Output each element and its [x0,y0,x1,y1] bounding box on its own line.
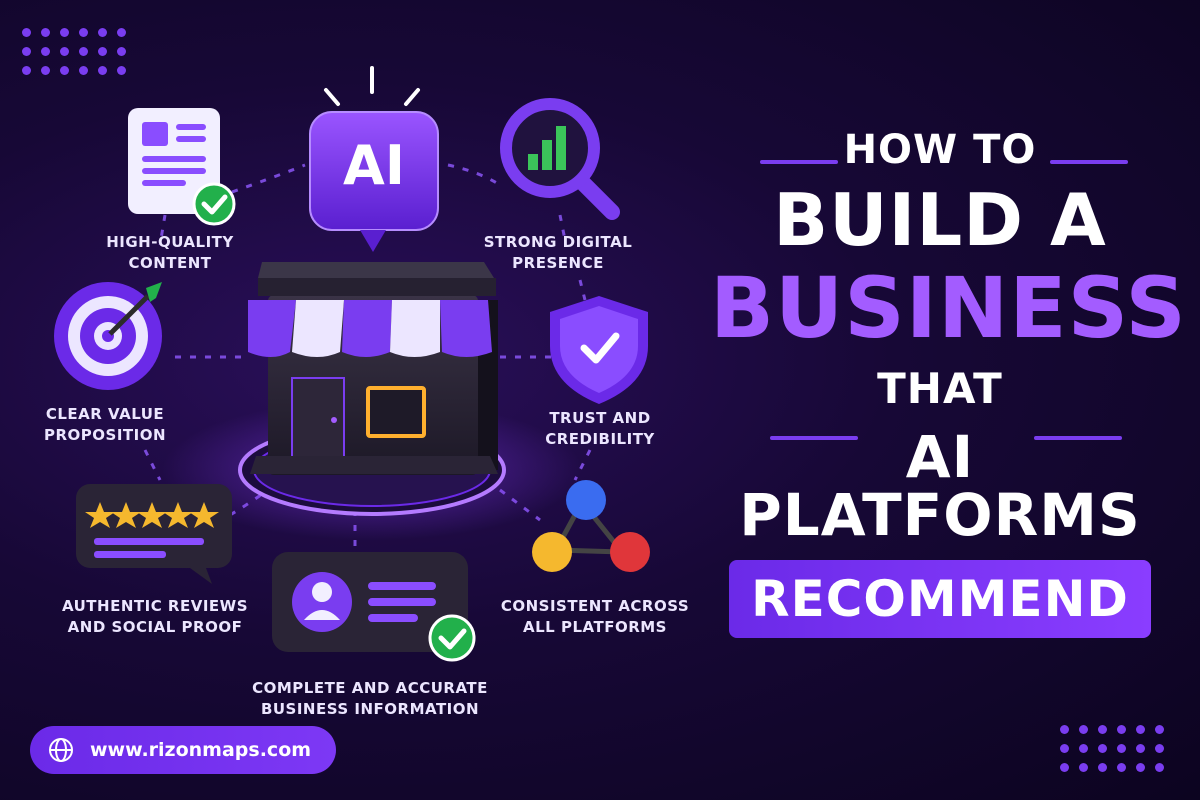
headline-how-to: HOW TO [843,127,1037,173]
review-stars-icon [76,484,232,584]
ai-bubble-text: AI [343,134,405,197]
network-nodes-icon [532,480,650,572]
headline: HOW TO BUILD A BUSINESS THAT AI PLATFORM… [710,127,1187,638]
decorative-dot-grid-bottom-right [1060,725,1164,772]
document-check-icon [128,108,236,226]
website-pill[interactable]: www.rizonmaps.com [30,726,336,774]
shield-check-icon [550,296,648,404]
headline-business: BUSINESS [710,259,1187,357]
headline-recommend-badge: RECOMMEND [729,560,1151,638]
infographic-illustration [54,66,650,662]
decorative-dot-grid-top-left [22,28,126,75]
target-arrow-icon [54,282,162,390]
that-divider-right [1034,436,1122,440]
title-divider-right [1050,160,1128,164]
headline-ai-platforms: AI PLATFORMS [739,423,1141,549]
headline-build-a: BUILD A [773,178,1107,262]
title-divider-left [760,160,838,164]
that-divider-left [770,436,858,440]
headline-that: THAT [877,364,1003,413]
website-url[interactable]: www.rizonmaps.com [90,739,312,761]
ai-bubble-icon [309,66,439,252]
store-building [248,262,498,475]
profile-card-icon [272,552,476,662]
magnifier-chart-icon [500,98,620,220]
globe-icon [49,738,73,762]
